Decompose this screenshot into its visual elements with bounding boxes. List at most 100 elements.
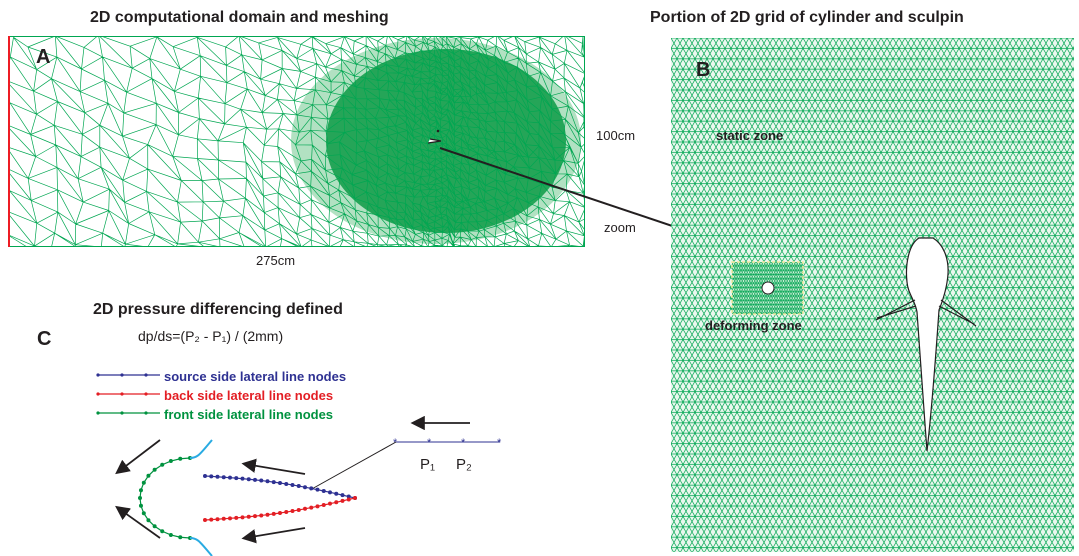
- back-side-node: [315, 504, 320, 509]
- zoom-label: zoom: [604, 220, 636, 235]
- domain-width-label: 275cm: [256, 253, 296, 268]
- source-side-node: [259, 478, 264, 483]
- back-side-node: [253, 514, 257, 519]
- body-outline-cyan: [189, 439, 213, 556]
- front-side-node: [168, 532, 173, 537]
- source-side-node: [278, 481, 282, 485]
- front-side-node: [178, 535, 183, 540]
- sample-node: *: [393, 437, 398, 449]
- source-side-node: [346, 494, 351, 499]
- source-side-node: [234, 476, 239, 481]
- back-side-node: [309, 505, 314, 510]
- front-side-line: [139, 457, 191, 539]
- legend-node: [144, 373, 148, 377]
- source-side-node: [315, 487, 320, 492]
- source-side-node: [221, 475, 226, 480]
- back-side-node: [209, 517, 214, 522]
- back-side-node: [234, 515, 239, 520]
- front-side-node: [138, 488, 143, 493]
- front-side-node: [141, 480, 146, 485]
- back-side-node: [321, 503, 326, 508]
- panel-a-title: 2D computational domain and meshing: [90, 9, 389, 26]
- flow-arrow-2: [241, 527, 306, 544]
- front-side-node: [138, 496, 142, 500]
- sample-node: *: [497, 437, 502, 449]
- panel-b-title: Portion of 2D grid of cylinder and sculp…: [650, 9, 964, 26]
- front-side-node: [160, 462, 165, 467]
- pressure-formula: dp/ds=(P₂ - P₁) / (2mm): [138, 328, 284, 344]
- legend-front-side: front side lateral line nodes: [164, 407, 334, 422]
- back-side-node: [215, 517, 220, 522]
- panel-c-letter: C: [37, 328, 52, 350]
- panel-b-letter: B: [696, 59, 711, 81]
- legend-node: [120, 373, 124, 377]
- flow-arrow-4: [115, 505, 161, 539]
- front-side-node: [146, 473, 151, 478]
- back-side-node: [221, 516, 226, 521]
- source-side-line: [204, 475, 356, 499]
- back-side-node: [284, 510, 289, 515]
- mesh-lines: [8, 36, 585, 247]
- front-side-node: [160, 529, 165, 534]
- back-side-node: [228, 516, 232, 521]
- back-side-node: [303, 506, 307, 511]
- back-side-node: [203, 518, 207, 522]
- front-side-node: [141, 511, 146, 516]
- source-side-node: [240, 476, 245, 481]
- sample-node: *: [427, 437, 432, 449]
- source-side-node: [215, 474, 220, 479]
- static-zone-label: static zone: [716, 128, 784, 143]
- front-side-node: [146, 518, 151, 523]
- mesh-refinement-zone: [326, 49, 566, 233]
- back-side-node: [246, 514, 251, 519]
- back-side-node: [265, 512, 270, 517]
- source-side-node: [328, 490, 332, 495]
- domain-height-label: 100cm: [596, 128, 636, 143]
- sculpin-fin-right: [938, 299, 977, 327]
- sculpin-marker: [427, 138, 442, 144]
- legend-node: [120, 392, 124, 396]
- back-side-node: [240, 515, 245, 520]
- source-side-node: [290, 482, 295, 487]
- source-side-node: [209, 474, 214, 479]
- legend-source-side: source side lateral line nodes: [164, 369, 347, 384]
- legend-node: [96, 392, 100, 396]
- back-side-line: [204, 497, 356, 521]
- source-side-node: [265, 479, 270, 484]
- legend-node: [96, 373, 100, 377]
- source-side-node: [309, 486, 314, 491]
- panel-c-title: 2D pressure differencing defined: [93, 301, 343, 318]
- front-side-node: [168, 459, 173, 464]
- legend-node: [96, 411, 100, 415]
- cylinder: [761, 281, 775, 295]
- back-side-node: [353, 496, 357, 500]
- legend-node: [120, 411, 124, 415]
- back-side-node: [296, 507, 301, 512]
- front-side-node: [138, 503, 143, 508]
- source-side-node: [303, 485, 307, 490]
- p1-label: P₁: [420, 456, 436, 473]
- back-side-node: [328, 501, 332, 506]
- back-side-node: [334, 500, 339, 505]
- legend-node: [144, 411, 148, 415]
- back-side-node: [259, 513, 264, 518]
- front-side-node: [178, 456, 183, 461]
- front-side-node: [152, 524, 157, 529]
- source-side-node: [321, 488, 326, 493]
- source-side-node: [203, 474, 207, 478]
- source-side-node: [296, 484, 301, 489]
- sample-node: *: [461, 437, 466, 449]
- source-side-node: [284, 481, 289, 486]
- deforming-zone-label: deforming zone: [705, 318, 802, 333]
- p2-label: P₂: [456, 456, 472, 473]
- back-side-node: [278, 511, 282, 515]
- lateral-line-diagram: * * * *: [96, 373, 502, 556]
- cylinder-sculpin-grid: [671, 38, 1074, 552]
- source-side-node: [253, 477, 257, 482]
- back-side-node: [340, 498, 345, 503]
- panel-a-letter: A: [36, 46, 51, 68]
- source-side-node: [246, 477, 251, 482]
- front-side-node: [152, 467, 157, 472]
- cylinder-marker: [436, 129, 440, 133]
